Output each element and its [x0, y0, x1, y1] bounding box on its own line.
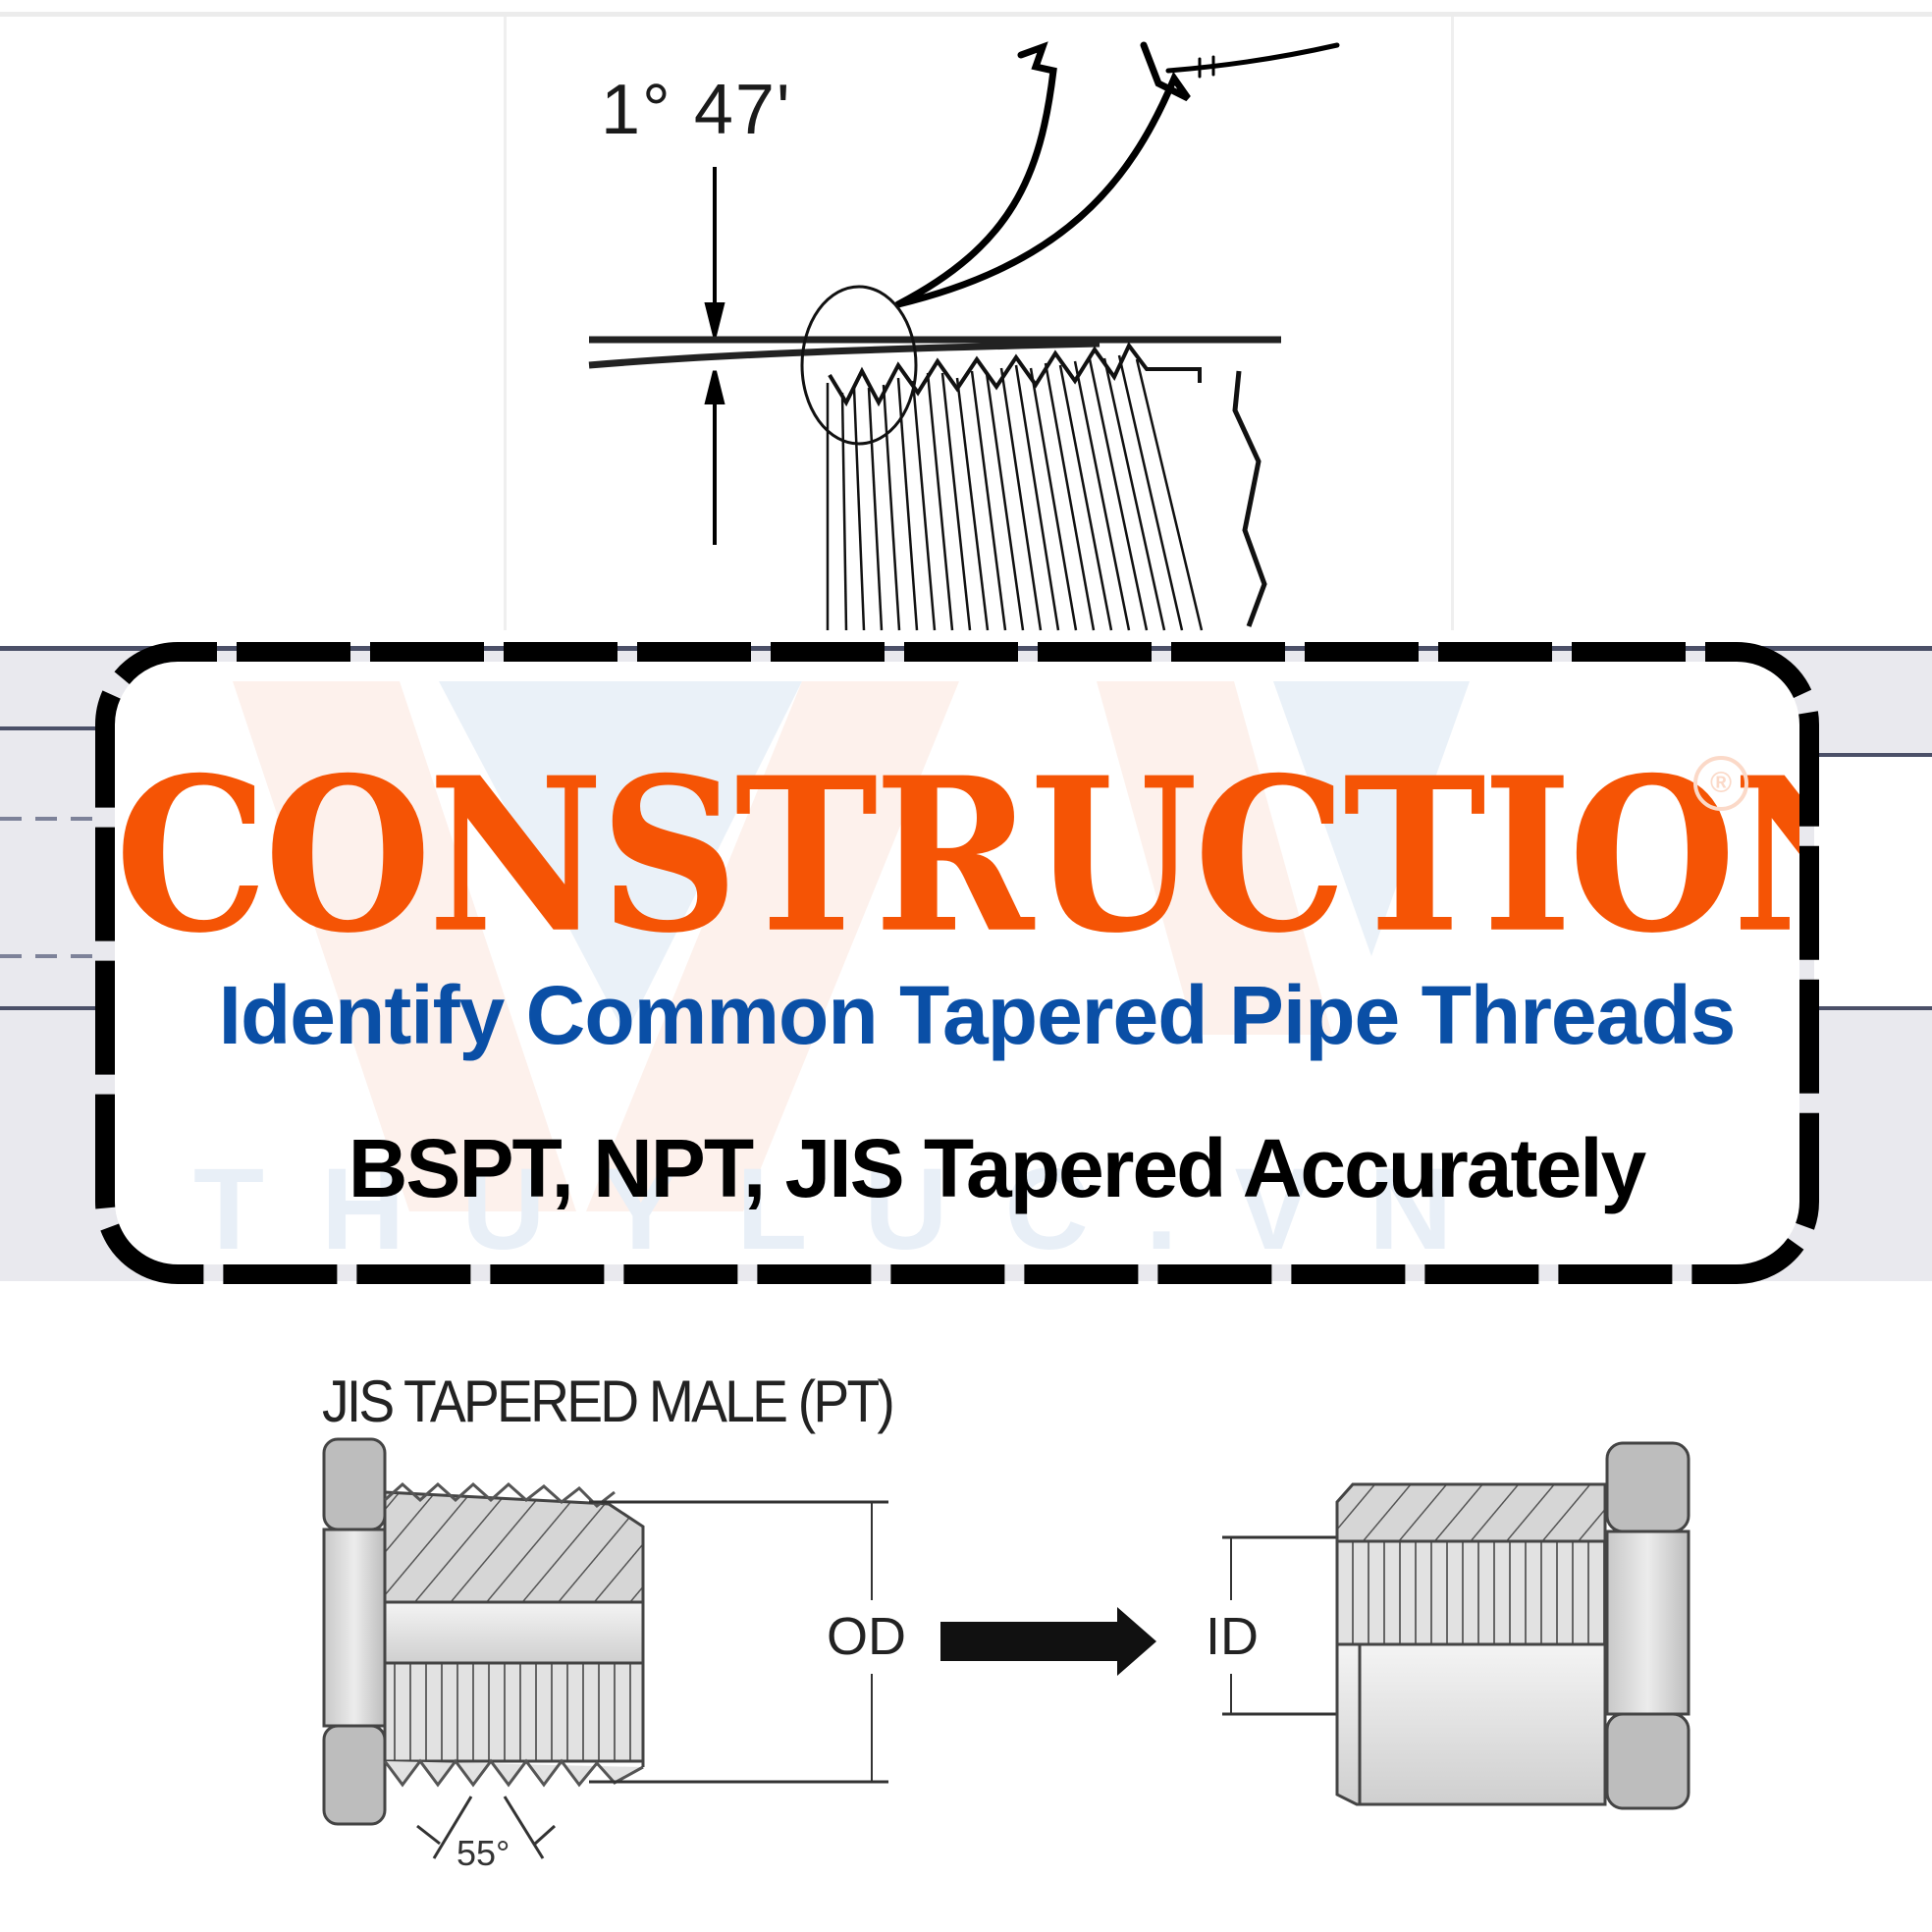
band-line-left-lower: [0, 1006, 108, 1010]
thread-lines: [826, 354, 1204, 631]
band-dash-left-lower: [0, 954, 98, 958]
thread-angle-marker: [416, 1796, 557, 1859]
band-line-right-upper: [1814, 753, 1932, 757]
jis-fitting-diagram: [322, 1437, 1690, 1859]
cutting-tool-icon: [894, 41, 1340, 308]
od-dimension: [589, 1500, 888, 1784]
title-banner: THUYLUC.VN CONSTRUCTION ® Identify Commo…: [95, 642, 1819, 1284]
watermark-logo-icon: [233, 681, 1470, 1211]
banner-tagline: BSPT, NPT, JIS Tapered Accurately: [348, 1122, 1647, 1214]
taper-diagram-frame: [504, 17, 1454, 630]
arrow-right-icon: [940, 1607, 1156, 1676]
band-line-left-upper: [0, 726, 108, 730]
id-dimension: [1222, 1535, 1343, 1716]
od-label: OD: [827, 1607, 906, 1666]
band-line-right-lower: [1814, 1006, 1932, 1010]
top-divider: [0, 12, 1932, 17]
banner-subtitle: Identify Common Tapered Pipe Threads: [218, 969, 1737, 1061]
jis-heading: JIS TAPERED MALE (PT): [322, 1368, 895, 1434]
male-fitting-icon: [322, 1437, 645, 1826]
banner-title: CONSTRUCTION: [115, 731, 1799, 981]
watermark-text: THUYLUC.VN: [193, 1145, 1510, 1264]
banner-body: THUYLUC.VN CONSTRUCTION ® Identify Commo…: [115, 662, 1799, 1264]
id-label: ID: [1206, 1607, 1259, 1666]
dimension-arrows: [704, 167, 725, 545]
thread-profile: [828, 342, 1202, 407]
band-right-white-gap: [1814, 757, 1932, 1006]
thread-angle-label: 55°: [456, 1833, 510, 1873]
taper-angle-label: 1° 47': [601, 71, 792, 149]
taper-thread-diagram: [588, 41, 1340, 631]
band-dash-left-upper: [0, 817, 98, 821]
registered-mark-icon: ®: [1693, 756, 1748, 811]
break-line: [1232, 370, 1267, 627]
dashed-border: [95, 642, 1819, 1284]
female-fitting-icon: [1335, 1441, 1690, 1810]
detail-circle: [800, 285, 918, 446]
